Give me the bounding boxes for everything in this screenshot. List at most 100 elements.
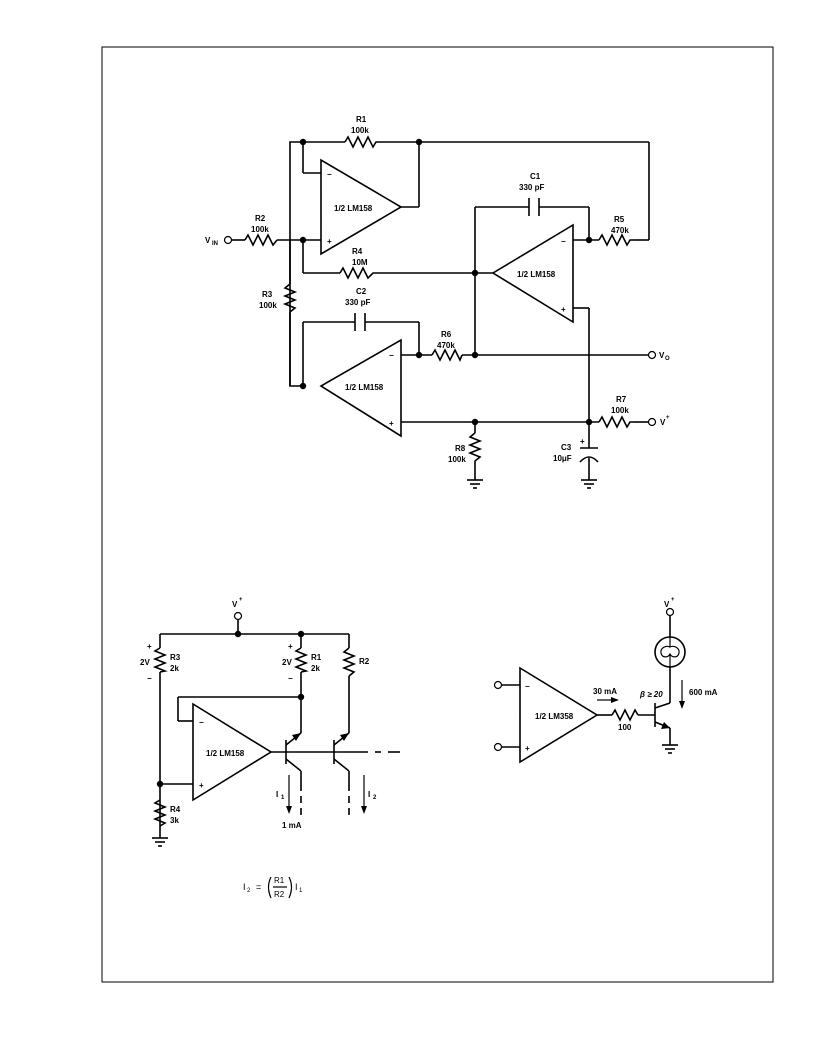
r3-value: 2k [170, 664, 179, 673]
opamp-3-plus: + [389, 419, 394, 428]
ground-icon [152, 837, 168, 847]
vplus-terminal: V + [647, 415, 670, 427]
vo-terminal: V O [647, 350, 670, 362]
c2-name: C2 [356, 287, 367, 296]
c1-name: C1 [530, 172, 541, 181]
opamp-2: − + 1/2 LM158 [491, 223, 574, 324]
vplus-label-sup: + [671, 597, 675, 603]
vo-label: V [659, 351, 665, 360]
current-ratio-formula: I 2 = R1 R2 I 1 [243, 876, 303, 899]
lamp-icon [654, 636, 686, 668]
opamp-1-minus: − [327, 170, 332, 179]
opamp-5: − + 1/2 LM358 [519, 666, 599, 764]
vplus-label-sup: + [666, 415, 670, 421]
r1-drop: 2V [282, 658, 292, 667]
opamp-3-label: 1/2 LM158 [345, 383, 384, 392]
ground-icon [662, 744, 678, 754]
i1-value: 1 mA [282, 821, 302, 830]
capacitor-c2: C2 330 pF [345, 287, 370, 331]
ground-icon [467, 479, 483, 489]
r1-name: R1 [356, 115, 367, 124]
load-current-label: 600 mA [689, 688, 718, 697]
resistor-r8: R8 100k [448, 432, 483, 465]
opamp-4-plus: + [199, 781, 204, 790]
vin-label: V [205, 236, 211, 245]
circuit-3-wires [502, 612, 671, 748]
beta-label: β ≥ 20 [639, 690, 663, 699]
resistor-r4: R4 10M [339, 247, 377, 280]
vin-terminal: V IN [205, 235, 233, 247]
r1-value: 2k [311, 664, 320, 673]
r3-name: R3 [170, 653, 181, 662]
opamp-4: − + 1/2 LM158 [192, 702, 273, 802]
r2-name: R2 [359, 657, 370, 666]
circuit-2-current-source: V + + 2V − R3 2k + 2V − R1 2k R2 R4 3k [140, 597, 400, 899]
circuit-3-lamp-driver: V + − + 1/2 LM358 100 30 mA β ≥ 20 [493, 597, 718, 764]
capacitor-c1: C1 330 pF [519, 172, 544, 216]
resistor-r6: R6 470k [431, 330, 463, 362]
opamp-1-plus: + [327, 237, 332, 246]
vplus-terminal: V + [664, 597, 675, 617]
c1-value: 330 pF [519, 183, 544, 192]
transistor-q2 [333, 732, 350, 818]
circuit-1-oscillator: − + 1/2 LM158 − + 1/2 LM158 − + 1/2 LM15… [205, 115, 670, 489]
r2-name: R2 [255, 214, 266, 223]
r3-plus: + [147, 642, 152, 651]
r5-value: 470k [611, 226, 629, 235]
r4-value: 10M [352, 258, 368, 267]
formula-rhs-sub: 1 [299, 888, 303, 894]
resistor-100: 100 [611, 708, 639, 732]
opamp-2-label: 1/2 LM158 [517, 270, 556, 279]
formula-lhs-sub: 2 [247, 888, 251, 894]
r4-name: R4 [352, 247, 363, 256]
vplus-terminal: V + [232, 597, 243, 621]
c3-name: C3 [561, 443, 572, 452]
circuit-2-junctions [156, 630, 305, 788]
resistor-r2: R2 [341, 647, 370, 677]
formula-denominator: R2 [274, 890, 285, 899]
r1-minus: − [288, 674, 293, 683]
r1-plus: + [288, 642, 293, 651]
input-minus-terminal [493, 680, 503, 690]
vplus-label: V [664, 600, 670, 609]
resistor-r2: R2 100k [244, 214, 278, 247]
resistor-r4: R4 3k [152, 799, 181, 827]
opamp-3-minus: − [389, 351, 394, 360]
current-arrow-input: 30 mA [593, 687, 619, 703]
i1-label-sub: 1 [281, 795, 285, 801]
vplus-label: V [660, 418, 666, 427]
i2-label: I [368, 790, 370, 799]
opamp-2-minus: − [561, 237, 566, 246]
formula-lhs: I [243, 882, 246, 892]
opamp-5-plus: + [525, 744, 530, 753]
r1-value: 100k [351, 126, 369, 135]
opamp-3: − + 1/2 LM158 [319, 338, 402, 438]
i1-label: I [276, 790, 278, 799]
r7-value: 100k [611, 406, 629, 415]
formula-rhs: I [295, 882, 298, 892]
c3-value: 10μF [553, 454, 572, 463]
r4-value: 3k [170, 816, 179, 825]
opamp-1: − + 1/2 LM158 [320, 158, 403, 256]
r7-name: R7 [616, 395, 627, 404]
r3-name: R3 [262, 290, 273, 299]
page-border [101, 46, 774, 983]
vplus-label: V [232, 600, 238, 609]
opamp-4-label: 1/2 LM158 [206, 749, 245, 758]
resistor-r7: R7 100k [598, 395, 633, 429]
ground-icon [581, 479, 597, 489]
vin-label-sub: IN [212, 241, 218, 247]
current-arrow-i2: I 2 [361, 775, 377, 814]
r5-name: R5 [614, 215, 625, 224]
resistor-r5: R5 470k [598, 215, 633, 247]
c2-value: 330 pF [345, 298, 370, 307]
r3-drop: 2V [140, 658, 150, 667]
c3-plus: + [580, 437, 585, 446]
circuit-1-wires [232, 141, 650, 480]
circuit-1-junctions [299, 138, 593, 426]
current-arrow-load: 600 mA [679, 680, 718, 709]
i2-label-sub: 2 [373, 795, 377, 801]
formula-equals: = [256, 882, 261, 892]
opamp-5-minus: − [525, 682, 530, 691]
